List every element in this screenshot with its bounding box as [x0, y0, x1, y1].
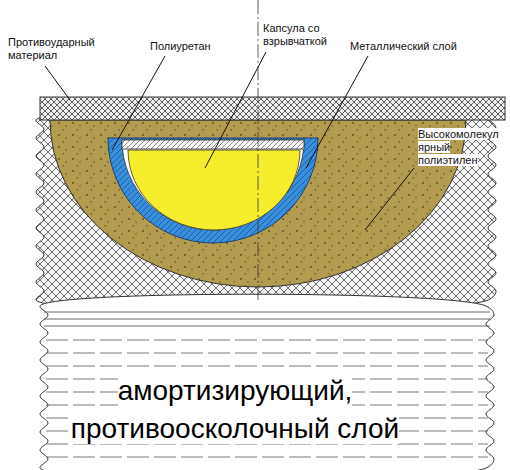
leader-line	[365, 168, 414, 230]
layer-line	[44, 319, 490, 320]
label-box: амортизирующий, противоосколочный слой	[10, 372, 460, 448]
leader-line	[306, 56, 368, 168]
label-box: Высокомолекул ярный полиэтилен	[418, 128, 506, 167]
layer-line	[44, 312, 490, 313]
label-box: Металлический слой	[350, 40, 475, 53]
leader-line	[45, 66, 70, 100]
part-label: Капсула со взрывчаткой	[263, 22, 327, 47]
layer-line	[46, 353, 488, 354]
part-label: Высокомолекул ярный полиэтилен	[418, 128, 499, 166]
impact-resistant-plate	[40, 97, 505, 120]
leader-lines	[45, 52, 414, 230]
leader-line	[112, 56, 165, 150]
center-axis	[258, 0, 259, 300]
part-label: Металлический слой	[350, 40, 457, 52]
explosive-charge	[128, 150, 300, 230]
damping-layer	[40, 294, 494, 470]
label-box: Капсула со взрывчаткой	[263, 22, 341, 48]
layer-line	[46, 340, 488, 341]
part-label: Противоударный материал	[8, 36, 95, 61]
layer-line	[44, 326, 490, 327]
layer-line	[46, 366, 488, 367]
capsule-lid	[122, 140, 304, 149]
label-box: Полиуретан	[150, 40, 240, 53]
layer-title: амортизирующий, противоосколочный слой	[71, 375, 399, 444]
leader-line	[205, 52, 266, 168]
layer-line	[46, 457, 488, 458]
label-box: Противоударный материал	[8, 36, 112, 62]
part-label: Полиуретан	[150, 40, 211, 52]
